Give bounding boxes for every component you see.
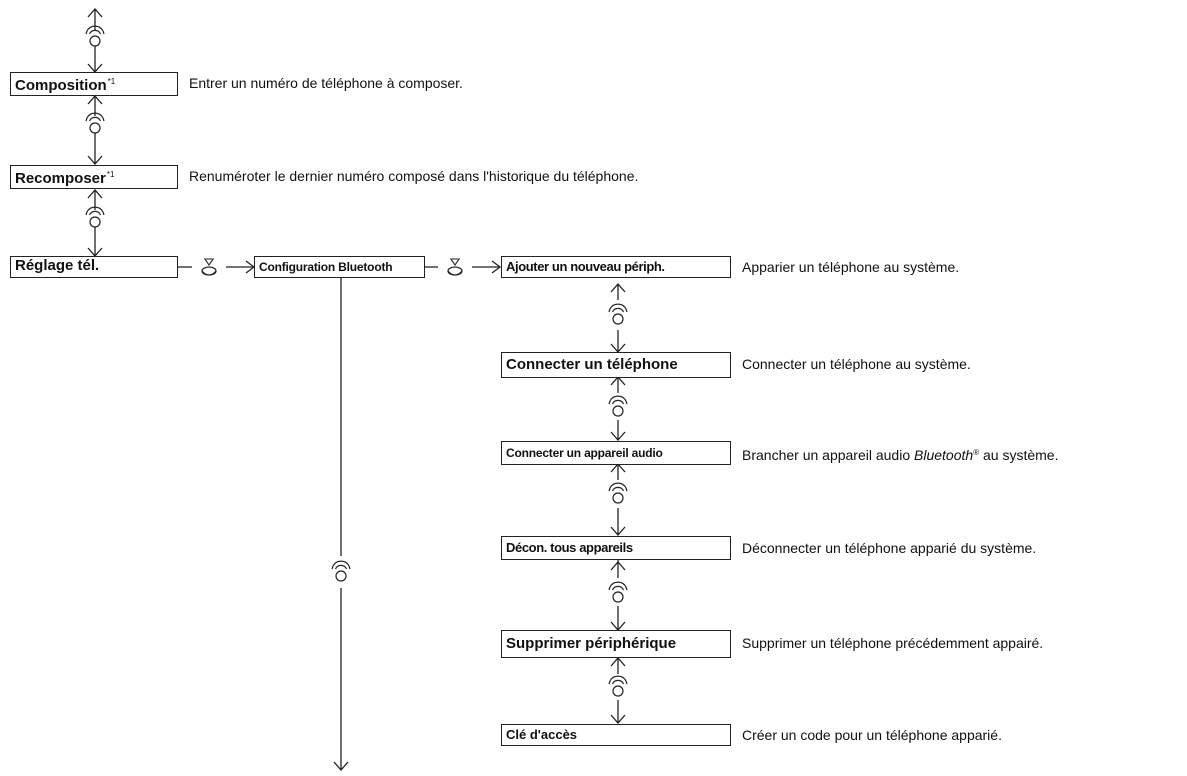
menu-item-label: Composition	[15, 77, 107, 94]
knob-rotate-icon	[608, 581, 628, 603]
submenu-item-connect-phone[interactable]: Connecter un téléphone	[501, 352, 731, 378]
submenu-item-label: Décon. tous appareils	[506, 540, 633, 555]
submenu-item-delete-device[interactable]: Supprimer périphérique	[501, 630, 731, 658]
footnote-marker: *1	[106, 170, 115, 179]
submenu-item-connect-audio[interactable]: Connecter un appareil audio	[501, 441, 731, 465]
menu-item-composition[interactable]: Composition*1	[10, 72, 178, 96]
knob-rotate-icon	[85, 206, 105, 228]
bluetooth-brand: Bluetooth	[914, 447, 974, 463]
menu-item-label: Réglage tél.	[15, 257, 100, 274]
submenu-item-description: Supprimer un téléphone précédemment appa…	[742, 635, 1044, 651]
knob-rotate-icon	[608, 675, 628, 697]
submenu-item-disconnect-all[interactable]: Décon. tous appareils	[501, 536, 731, 560]
knob-rotate-icon	[608, 482, 628, 504]
knob-rotate-icon	[85, 112, 105, 134]
menu-item-label: Recomposer	[15, 170, 106, 187]
knob-press-icon	[447, 258, 463, 276]
menu-item-description: Renuméroter le dernier numéro composé da…	[189, 168, 639, 184]
submenu-item-label: Supprimer périphérique	[506, 635, 677, 652]
footnote-marker: *1	[107, 77, 116, 86]
submenu-item-add-device[interactable]: Ajouter un nouveau périph.	[501, 256, 731, 278]
submenu-item-passkey[interactable]: Clé d'accès	[501, 724, 731, 746]
knob-rotate-icon	[608, 303, 628, 325]
submenu-item-description: Connecter un téléphone au système.	[742, 356, 971, 372]
menu-item-recomposer[interactable]: Recomposer*1	[10, 165, 178, 189]
submenu-item-description: Déconnecter un téléphone apparié du syst…	[742, 540, 1037, 556]
submenu-item-label: Ajouter un nouveau périph.	[506, 259, 665, 274]
description-text: Brancher un appareil audio	[742, 447, 915, 463]
description-text: au système.	[979, 447, 1059, 463]
knob-press-icon	[201, 258, 217, 276]
submenu-item-label: Connecter un téléphone	[506, 356, 678, 373]
registered-mark: ®	[973, 448, 980, 457]
submenu-item-description: Apparier un téléphone au système.	[742, 259, 960, 275]
menu-item-configuration-bluetooth[interactable]: Configuration Bluetooth	[254, 256, 425, 278]
knob-rotate-icon	[331, 560, 351, 582]
submenu-item-description: Créer un code pour un téléphone apparié.	[742, 727, 1002, 743]
submenu-item-label: Clé d'accès	[506, 727, 578, 742]
submenu-item-description: Brancher un appareil audio Bluetooth® au…	[742, 444, 1058, 464]
menu-item-description: Entrer un numéro de téléphone à composer…	[189, 75, 463, 91]
knob-rotate-icon	[608, 395, 628, 417]
submenu-item-label: Connecter un appareil audio	[506, 446, 663, 460]
menu-item-reglage-tel[interactable]: Réglage tél.	[10, 256, 178, 278]
menu-item-label: Configuration Bluetooth	[259, 260, 393, 274]
